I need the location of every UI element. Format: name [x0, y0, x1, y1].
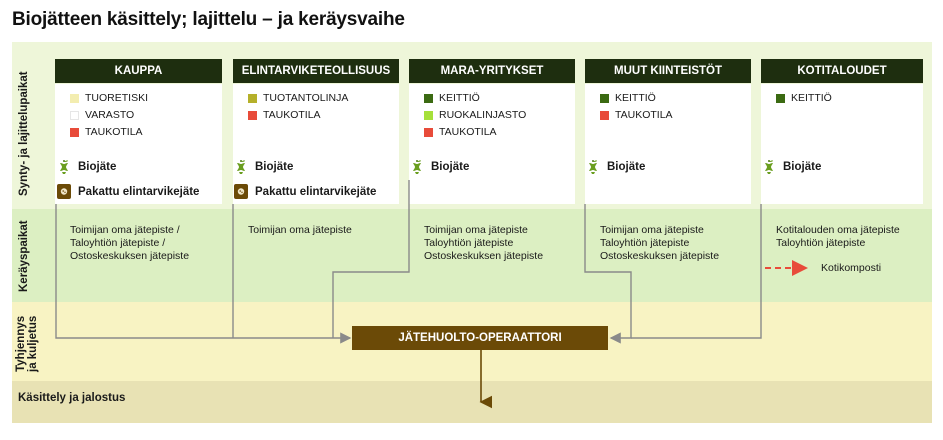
collection-points-mara: Toimijan oma jätepiste Taloyhtiön jätepi… [424, 224, 543, 263]
home-compost-label: Kotikomposti [821, 262, 882, 274]
collection-point: Taloyhtiön jätepiste [600, 237, 690, 249]
line-mara [332, 180, 410, 338]
stream-pakattu: Pakattu elintarvikejäte [233, 183, 376, 200]
collection-points-muut: Toimijan oma jätepiste Taloyhtiön jätepi… [600, 224, 719, 263]
stream-pakattu: Pakattu elintarvikejäte [56, 183, 199, 200]
place-label: TUOTANTOLINJA [263, 92, 349, 104]
column-bg-elintarviketeollisuus [233, 84, 399, 204]
collection-point: Taloyhtiön jätepiste [424, 237, 514, 249]
place-item: TAUKOTILA [600, 109, 673, 121]
collection-point: Taloyhtiön jätepiste [776, 237, 866, 249]
place-swatch [248, 93, 257, 103]
stream-label: Pakattu elintarvikejäte [78, 185, 200, 198]
stream-biojate: Biojäte [56, 159, 116, 175]
place-item: KEITTIÖ [776, 92, 832, 104]
food-package-icon [234, 184, 248, 199]
collection-points-elintarviketeollisuus: Toimijan oma jätepiste [248, 224, 352, 237]
stream-biojate: Biojäte [761, 159, 821, 175]
place-item: TAUKOTILA [424, 126, 497, 138]
collection-point: Toimijan oma jätepiste [600, 224, 704, 236]
place-item: TUOTANTOLINJA [248, 92, 348, 104]
stream-label: Biojäte [255, 161, 294, 173]
line-kauppa [55, 204, 352, 344]
operator-box: JÄTEHUOLTO-OPERAATTORI [352, 326, 608, 350]
collection-point: Toimijan oma jätepiste / [70, 224, 180, 236]
place-swatch [600, 93, 609, 103]
apple-core-icon [60, 160, 68, 174]
place-label: TAUKOTILA [263, 109, 321, 121]
place-item: RUOKALINJASTO [424, 109, 526, 121]
place-item: VARASTO [70, 109, 134, 121]
place-item: TUORETISKI [70, 92, 148, 104]
place-swatch [248, 110, 257, 120]
food-package-icon [57, 184, 71, 199]
collection-point: Toimijan oma jätepiste [424, 224, 528, 236]
place-label: TUORETISKI [85, 92, 149, 104]
place-label: RUOKALINJASTO [439, 109, 527, 121]
stream-biojate: Biojäte [585, 159, 645, 175]
place-label: TAUKOTILA [85, 126, 143, 138]
place-item: TAUKOTILA [70, 126, 143, 138]
apple-core-icon [237, 160, 245, 174]
apple-core-icon [765, 160, 773, 174]
collection-point: Kotitalouden oma jätepiste [776, 224, 900, 236]
place-label: KEITTIÖ [615, 92, 656, 104]
collection-points-kauppa: Toimijan oma jätepiste / Taloyhtiön jäte… [70, 224, 189, 263]
place-label: KEITTIÖ [791, 92, 832, 104]
column-header-kotitaloudet: KOTITALOUDET [761, 59, 923, 83]
collection-point: Taloyhtiön jätepiste / [70, 237, 166, 249]
apple-core-icon [589, 160, 597, 174]
stream-label: Biojäte [607, 161, 646, 173]
apple-core-icon [413, 160, 421, 174]
place-swatch [70, 93, 79, 103]
place-swatch [600, 110, 609, 120]
column-header-kauppa: KAUPPA [55, 59, 222, 83]
stream-label: Biojäte [783, 161, 822, 173]
place-swatch [70, 110, 79, 120]
column-header-muut: MUUT KIINTEISTÖT [585, 59, 751, 83]
place-label: TAUKOTILA [439, 126, 497, 138]
collection-point: Ostoskeskuksen jätepiste [70, 250, 190, 262]
collection-points-kotitaloudet: Kotitalouden oma jätepiste Taloyhtiön jä… [776, 224, 900, 250]
place-swatch [776, 93, 785, 103]
column-bg-kauppa [55, 84, 222, 204]
place-item: KEITTIÖ [424, 92, 480, 104]
stream-label: Biojäte [431, 161, 470, 173]
place-label: VARASTO [85, 109, 135, 121]
column-bg-mara [409, 84, 575, 204]
place-swatch [424, 110, 433, 120]
place-item: TAUKOTILA [248, 109, 321, 121]
line-kotitaloudet [631, 204, 762, 339]
band-processing [12, 381, 932, 423]
collection-point: Ostoskeskuksen jätepiste [600, 250, 720, 262]
place-label: KEITTIÖ [439, 92, 480, 104]
collection-point: Toimijan oma jätepiste [248, 224, 352, 236]
band-collection [12, 209, 932, 302]
place-item: KEITTIÖ [600, 92, 656, 104]
place-label: TAUKOTILA [615, 109, 673, 121]
band-label-processing: Käsittely ja jalostus [18, 392, 126, 404]
column-bg-muut [585, 84, 751, 204]
column-bg-kotitaloudet [761, 84, 923, 204]
stream-biojate: Biojäte [409, 159, 469, 175]
page-title: Biojätteen käsittely; lajittelu – ja ker… [12, 9, 405, 30]
place-swatch [424, 93, 433, 103]
line-muut [584, 204, 632, 344]
stream-label: Biojäte [78, 161, 117, 173]
column-header-elintarviketeollisuus: ELINTARVIKETEOLLISUUS [233, 59, 399, 83]
place-swatch [70, 127, 79, 137]
stream-biojate: Biojäte [233, 159, 293, 175]
column-header-mara: MARA-YRITYKSET [409, 59, 575, 83]
place-swatch [424, 127, 433, 137]
stream-label: Pakattu elintarvikejäte [255, 185, 377, 198]
collection-point: Ostoskeskuksen jätepiste [424, 250, 544, 262]
